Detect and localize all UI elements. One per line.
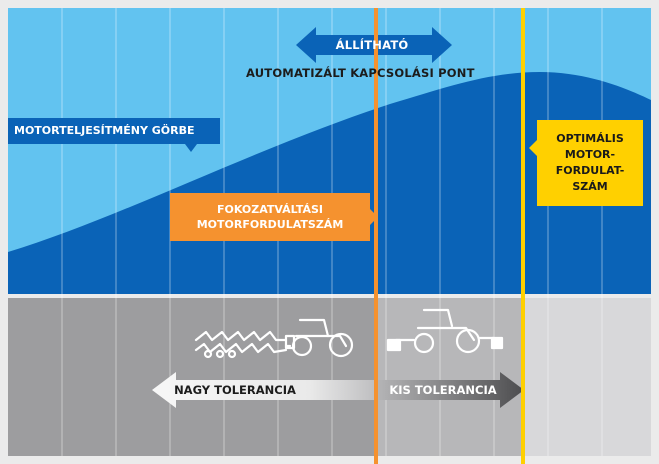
section-divider (8, 294, 651, 298)
optimal-engine-speed-line-3: FORDULAT- (555, 164, 625, 177)
tractor-with-mower-icon (386, 308, 504, 354)
ground-right-area (522, 298, 651, 456)
large-tolerance-arrow (152, 372, 378, 408)
auto-shift-point-label: AUTOMATIZÁLT KAPCSOLÁSI PONT (246, 66, 475, 80)
optimal-engine-speed-line-1: OPTIMÁLIS (556, 132, 624, 145)
optimal-engine-speed-line-2: MOTOR- (564, 148, 616, 161)
shift-engine-speed-label: FOKOZATVÁLTÁSI MOTORFORDULATSZÁM (170, 193, 370, 241)
small-tolerance-label: KIS TOLERANCIA (389, 383, 497, 397)
ground-small-tolerance-area (378, 298, 522, 456)
engine-power-curve-label: MOTORTELJESÍTMÉNY GÖRBE (8, 118, 220, 144)
optimal-engine-speed-line-4: SZÁM (572, 180, 608, 193)
large-tolerance-label: NAGY TOLERANCIA (174, 383, 296, 397)
small-tolerance-arrow (378, 372, 524, 408)
engine-power-curve-label-pointer (185, 144, 197, 152)
optimal-engine-speed-label-pointer (529, 140, 537, 156)
optimal-engine-speed-line (521, 8, 525, 464)
optimal-engine-speed-label: OPTIMÁLIS MOTOR- FORDULAT- SZÁM (537, 120, 643, 206)
shift-engine-speed-line-1: FOKOZATVÁLTÁSI (216, 203, 324, 216)
engine-power-curve-area (8, 72, 651, 296)
shift-engine-speed-line (374, 8, 378, 464)
tractor-with-plough-icon (194, 318, 354, 359)
shift-engine-speed-line-2: MOTORFORDULATSZÁM (196, 218, 344, 231)
adjustable-label: ÁLLÍTHATÓ (335, 38, 409, 52)
shift-engine-speed-label-pointer (370, 209, 378, 225)
